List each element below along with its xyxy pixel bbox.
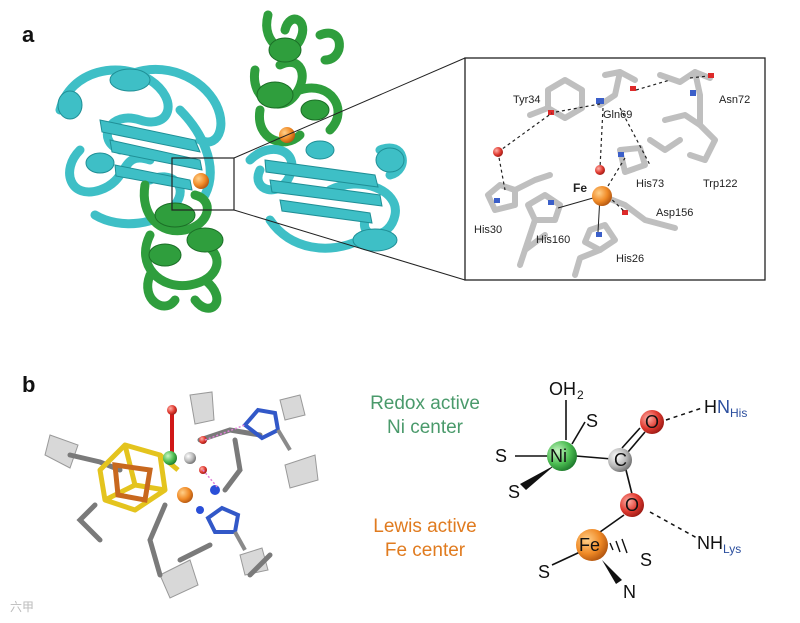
label-s-ni-bottom: S [508, 482, 520, 502]
oxygen-atom-bottom [620, 493, 644, 517]
label-s-fe-left: S [538, 562, 550, 582]
panel-label-b: b [22, 372, 36, 397]
redox-caption: Redox active Ni center [350, 392, 500, 440]
lewis-caption-line2: Fe center [384, 540, 466, 561]
label-oh: OH [549, 379, 576, 399]
label-trp122: Trp122 [703, 178, 737, 190]
lewis-caption: Lewis active Fe center [350, 515, 500, 563]
iron-sphere-left [193, 173, 209, 189]
iron-atom-3d [177, 487, 193, 503]
redox-caption-line2: Ni center [386, 417, 464, 438]
label-his160: His160 [536, 234, 570, 246]
nife-cluster-model [44, 391, 319, 599]
panel-label-a: a [22, 22, 35, 47]
label-tyr34: Tyr34 [513, 94, 541, 106]
iron-center [592, 186, 612, 206]
nickel-atom [547, 441, 577, 471]
wedge-bond-fe [602, 560, 622, 584]
chemical-scheme: OH 2 Ni C O O Fe S S S S S N HNHis NHLys [495, 379, 747, 602]
label-his26: His26 [616, 253, 644, 265]
label-gln69: Gln69 [603, 109, 632, 121]
label-s-ni-left: S [495, 446, 507, 466]
wedge-bond-ni [520, 465, 555, 490]
label-n-fe: N [623, 582, 636, 602]
water-oxygen-1 [493, 147, 503, 157]
label-nh-his: HNHis [704, 397, 747, 420]
label-fe: Fe [573, 181, 587, 195]
label-s-ni-top: S [586, 411, 598, 431]
label-his30: His30 [474, 224, 502, 236]
label-o-bottom: O [625, 495, 639, 515]
nickel-atom-3d [163, 451, 177, 465]
water-oxygen-2 [595, 165, 605, 175]
label-o-top: O [645, 412, 659, 432]
iron-atom [576, 529, 608, 561]
label-asn72: Asn72 [719, 94, 750, 106]
lewis-caption-line1: Lewis active [373, 516, 477, 537]
active-site-inset: Tyr34 Gln69 Asn72 His73 Trp122 Asp156 Hi… [464, 57, 766, 281]
carbon-atom [608, 448, 632, 472]
callout-line-bottom [233, 209, 466, 281]
oxygen-atom-top [640, 410, 664, 434]
label-c: C [614, 450, 627, 470]
label-s-fe-right: S [640, 550, 652, 570]
label-oh-sub: 2 [577, 388, 584, 402]
redox-caption-line1: Redox active [370, 393, 480, 414]
label-fe-scheme: Fe [579, 535, 600, 555]
callout-line-top [233, 57, 466, 159]
label-his73: His73 [636, 178, 664, 190]
protein-ribbon-structure [55, 10, 407, 313]
label-asp156: Asp156 [656, 207, 693, 219]
label-ni: Ni [550, 446, 567, 466]
watermark: 六甲 [10, 600, 35, 614]
zoom-box [171, 157, 235, 211]
label-nh-lys: NHLys [697, 533, 741, 556]
